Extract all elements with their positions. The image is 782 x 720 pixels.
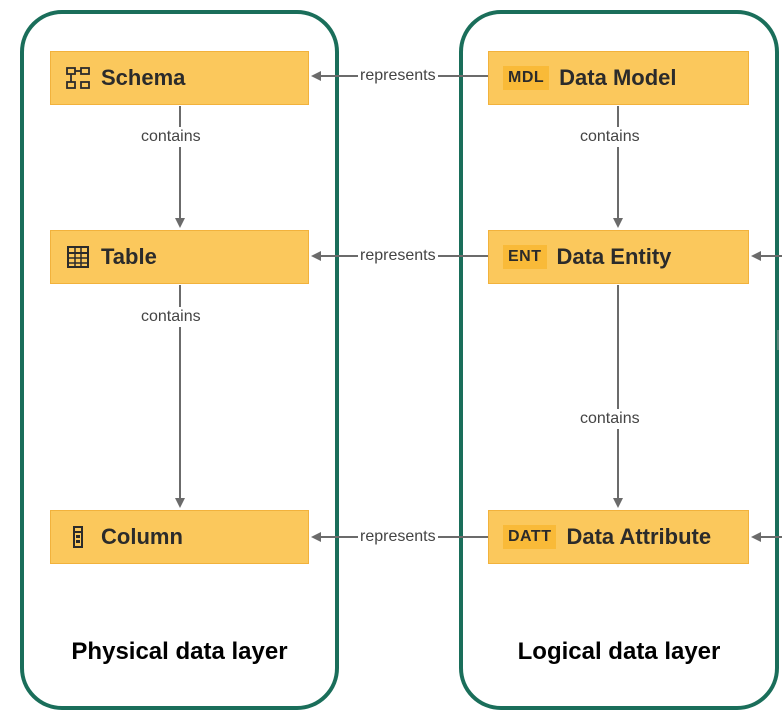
edge-label-contains: contains: [139, 307, 203, 327]
edge-label-represents: represents: [358, 246, 438, 266]
node-column: Column: [50, 510, 309, 564]
node-table: Table: [50, 230, 309, 284]
mdl-code-icon: MDL: [503, 66, 550, 90]
node-data-model-label: Data Model: [559, 65, 677, 90]
edge-label-contains: contains: [578, 409, 642, 429]
edge-label-contains: contains: [139, 127, 203, 147]
ent-code-icon: ENT: [503, 245, 547, 269]
edge-label-contains: contains: [578, 127, 642, 147]
node-column-label: Column: [101, 524, 183, 549]
edge-label-represents: represents: [358, 66, 438, 86]
table-grid-icon: [65, 244, 91, 270]
node-schema-label: Schema: [101, 65, 186, 90]
node-schema: Schema: [50, 51, 309, 105]
node-table-label: Table: [101, 244, 157, 269]
datt-code-icon: DATT: [503, 525, 557, 549]
node-data-attribute: DATT Data Attribute: [488, 510, 749, 564]
column-icon: [65, 524, 91, 550]
edge-label-represents: represents: [358, 527, 438, 547]
node-data-attribute-label: Data Attribute: [566, 524, 712, 549]
physical-layer-title: Physical data layer: [71, 638, 288, 665]
logical-layer-title: Logical data layer: [517, 638, 721, 665]
node-data-model: MDL Data Model: [488, 51, 749, 105]
node-data-entity-label: Data Entity: [556, 244, 672, 269]
node-data-entity: ENT Data Entity: [488, 230, 749, 284]
schema-icon: [65, 65, 91, 91]
